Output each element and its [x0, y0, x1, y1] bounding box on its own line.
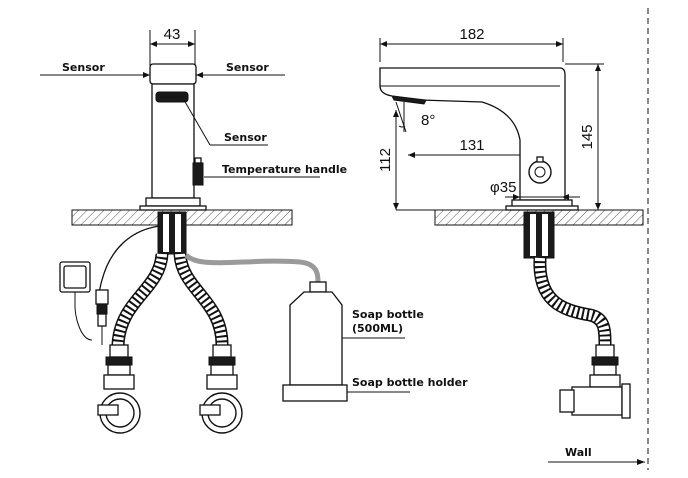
dim-width-front: 43: [164, 26, 181, 43]
dim-length-side: 182: [459, 26, 484, 43]
angle-valve-side: [559, 344, 631, 419]
front-view: 43: [40, 26, 410, 434]
shank-front: [157, 211, 187, 255]
soap-bottle-holder: [282, 384, 348, 402]
soap-tube: [184, 253, 321, 286]
dim-spout-reach: 131: [459, 137, 484, 154]
hose-side: [533, 257, 612, 346]
shank-side: [523, 211, 555, 259]
label-soap-bottle-capacity: (500ML): [352, 322, 403, 335]
label-wall: Wall: [565, 446, 592, 459]
side-view: 182 145 112 131 8°: [377, 8, 649, 470]
faucet-head-front: [149, 63, 197, 85]
label-soap-bottle: Soap bottle: [352, 308, 424, 321]
cable-connector: [95, 289, 109, 305]
spout-outlet: [391, 95, 427, 105]
dim-hole-diameter: φ35: [490, 179, 516, 196]
angle-valve-right: [199, 344, 243, 434]
label-sensor-right: Sensor: [226, 61, 269, 74]
temperature-handle-knob: [192, 162, 204, 186]
dim-height-side: 145: [579, 124, 596, 149]
soap-bottle: [289, 281, 343, 386]
label-soap-bottle-holder: Soap bottle holder: [352, 376, 468, 389]
label-sensor-bottom: Sensor: [224, 131, 267, 144]
label-sensor-left: Sensor: [62, 61, 105, 74]
faucet-profile-side: [379, 67, 566, 201]
angle-valve-left: [97, 344, 141, 434]
power-adapter: [59, 261, 93, 341]
dim-spout-height: 112: [377, 148, 394, 172]
label-temperature-handle: Temperature handle: [222, 163, 347, 176]
dim-spray-angle: 8°: [421, 112, 435, 129]
